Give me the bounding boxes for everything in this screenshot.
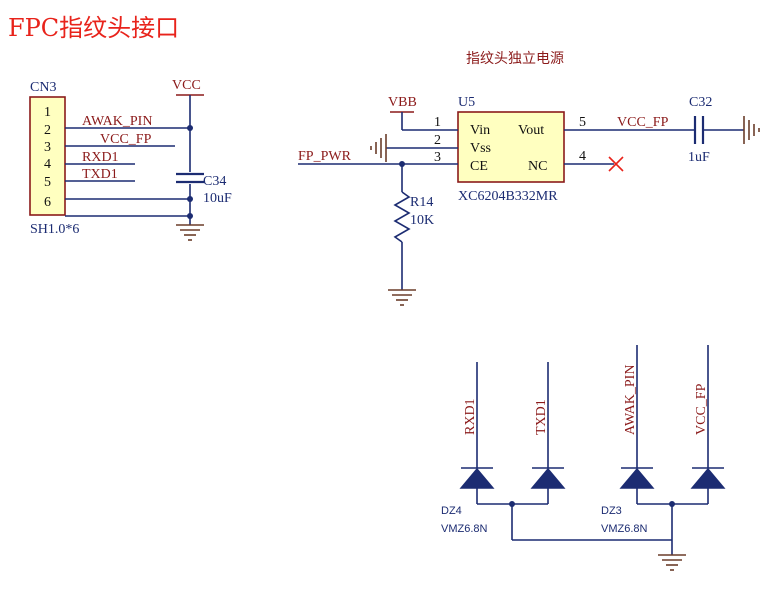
vout-net-label: VCC_FP <box>617 115 669 130</box>
cn3-pin-1: 1 <box>44 105 51 120</box>
net-label-rxd1: RXD1 <box>82 150 119 165</box>
u5-pin-num-3: 3 <box>434 150 441 165</box>
zener-diode-icon <box>619 467 655 489</box>
u5-pin-nc: NC <box>528 159 547 174</box>
diode-net-vcc-fp: VCC_FP <box>694 383 709 435</box>
junction-dot <box>187 125 193 131</box>
r14-resistor <box>393 191 411 243</box>
u5-pin-vss: Vss <box>470 141 491 156</box>
cn3-pin-6: 6 <box>44 195 51 210</box>
page-title: FPC指纹头接口 <box>8 14 179 42</box>
diode-net-awak-pin: AWAK_PIN <box>623 365 638 435</box>
dz4-part: VMZ6.8N <box>441 523 488 535</box>
u5-part: XC6204B332MR <box>458 189 558 204</box>
cn3-body <box>29 96 66 216</box>
connector-cn3: CN3 1 2 3 4 5 6 SH1.0*6 AWAK_PIN VCC_FP … <box>29 80 190 237</box>
fp-pwr-label: FP_PWR <box>298 149 352 164</box>
r14-value: 10K <box>410 213 434 228</box>
diode-net-txd1: TXD1 <box>534 399 549 435</box>
u5-pin-num-4: 4 <box>579 149 586 164</box>
diode-array: RXD1 TXD1 AWAK_PIN VCC_FP DZ4 VMZ6.8N <box>441 345 726 571</box>
zener-diode-icon <box>690 467 726 489</box>
net-label-vcc-fp: VCC_FP <box>100 132 152 147</box>
c32-value: 1uF <box>688 150 710 165</box>
dz4-ref: DZ4 <box>441 505 462 517</box>
cn3-ref: CN3 <box>30 80 56 95</box>
u5-pin-num-1: 1 <box>434 115 441 130</box>
zener-diode-icon <box>530 467 566 489</box>
u5-body <box>457 111 565 183</box>
net-label-awak-pin: AWAK_PIN <box>82 114 152 129</box>
u5-pin-num-2: 2 <box>434 133 441 148</box>
junction-dot <box>187 196 193 202</box>
r14-ref: R14 <box>410 195 433 210</box>
u5-pin-num-5: 5 <box>579 115 586 130</box>
u5-ref: U5 <box>458 95 475 110</box>
u5-pin-vin: Vin <box>470 123 490 138</box>
c34-ref: C34 <box>203 174 226 189</box>
net-label-txd1: TXD1 <box>82 167 118 182</box>
cn3-footprint: SH1.0*6 <box>30 222 79 237</box>
diode-net-rxd1: RXD1 <box>463 398 478 435</box>
dz3-part: VMZ6.8N <box>601 523 648 535</box>
regulator-u5: U5 Vin Vss CE Vout NC XC6204B332MR 1 VBB… <box>298 95 694 204</box>
vcc-label: VCC <box>172 78 201 93</box>
c34-value: 10uF <box>203 191 232 206</box>
cn3-pin-3: 3 <box>44 140 51 155</box>
dz3-ref: DZ3 <box>601 505 622 517</box>
subtitle: 指纹头独立电源 <box>466 51 564 67</box>
cn3-pin-4: 4 <box>44 157 51 172</box>
cn3-pin-5: 5 <box>44 175 51 190</box>
c32-ref: C32 <box>689 95 712 110</box>
c32-group: C32 1uF <box>688 95 760 165</box>
vbb-label: VBB <box>388 95 417 110</box>
u5-pin-vout: Vout <box>518 123 544 138</box>
zener-diode-icon <box>459 467 495 489</box>
cn3-pin-2: 2 <box>44 123 51 138</box>
u5-pin-ce: CE <box>470 159 488 174</box>
vcc-c34-group: VCC C34 10uF <box>172 78 232 241</box>
junction-dot <box>187 213 193 219</box>
r14-group: R14 10K <box>388 164 434 306</box>
